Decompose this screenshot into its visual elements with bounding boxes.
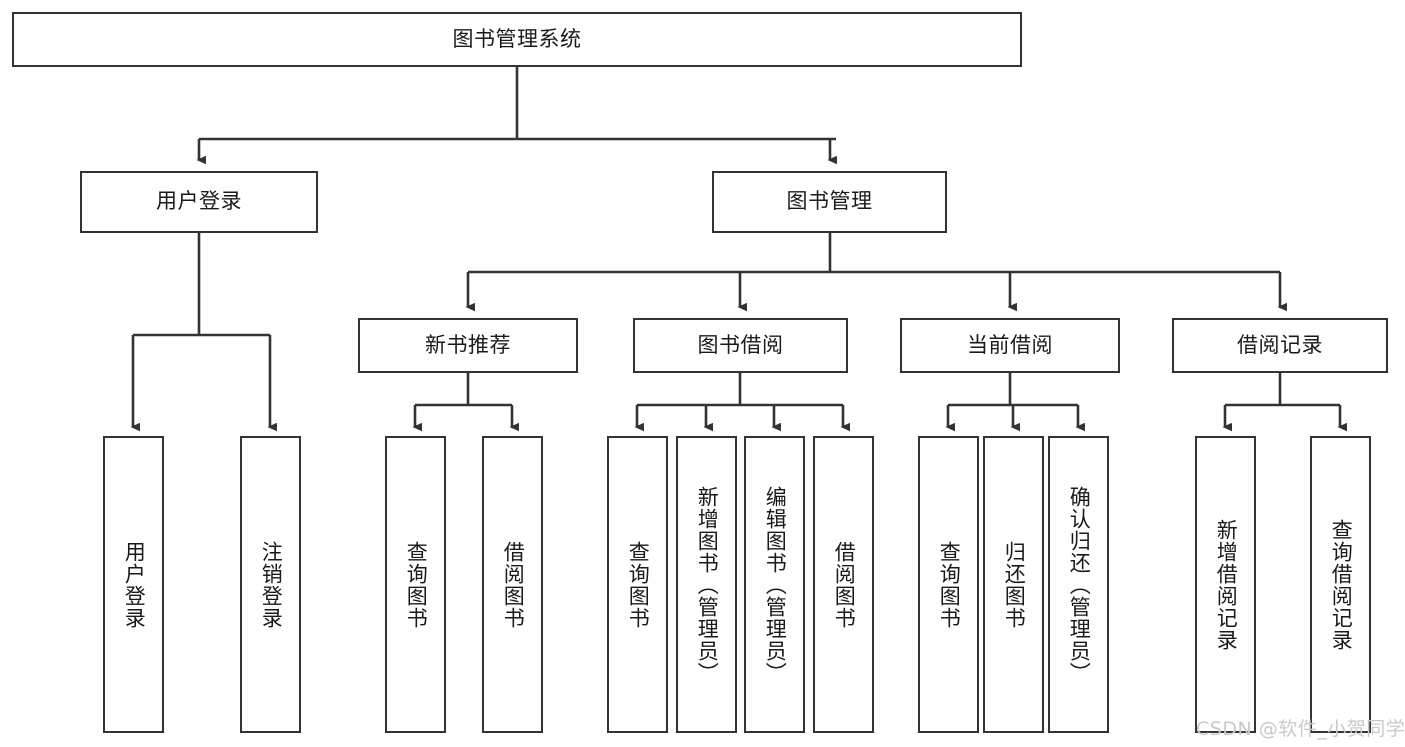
leaf-borrow-book-recommend-label: 借阅图书 — [501, 540, 526, 629]
leaf-borrow-book[interactable]: 借阅图书 — [813, 436, 874, 733]
node-book-borrow[interactable]: 图书借阅 — [633, 318, 848, 373]
leaf-search-borrow-record-label: 查询借阅记录 — [1329, 518, 1354, 651]
node-new-book-recommend-label: 新书推荐 — [425, 332, 511, 357]
leaf-add-book-admin-label: 新增图书（管理员） — [695, 485, 720, 684]
leaf-search-book-recommend-label: 查询图书 — [404, 540, 429, 629]
node-book-borrow-label: 图书借阅 — [697, 332, 784, 357]
leaf-edit-book-admin[interactable]: 编辑图书（管理员） — [744, 436, 805, 733]
leaf-search-book-borrow-label: 查询图书 — [626, 540, 651, 629]
node-current-borrow[interactable]: 当前借阅 — [900, 318, 1120, 373]
csdn-watermark: CSDN @软件_小贺同学 — [1196, 718, 1405, 740]
node-user-login[interactable]: 用户登录 — [80, 171, 318, 233]
node-borrow-records-label: 借阅记录 — [1237, 332, 1323, 357]
node-new-book-recommend[interactable]: 新书推荐 — [358, 318, 578, 373]
leaf-confirm-return-admin-label: 确认归还（管理员） — [1067, 485, 1092, 684]
leaf-return-book-label: 归还图书 — [1002, 540, 1027, 629]
leaf-edit-book-admin-label: 编辑图书（管理员） — [763, 485, 788, 684]
leaf-search-borrow-record[interactable]: 查询借阅记录 — [1310, 436, 1371, 733]
leaf-user-logout-label: 注销登录 — [259, 540, 284, 629]
leaf-search-book-borrow[interactable]: 查询图书 — [607, 436, 668, 733]
leaf-add-borrow-record[interactable]: 新增借阅记录 — [1195, 436, 1256, 733]
node-user-login-label: 用户登录 — [156, 189, 242, 214]
leaf-borrow-book-label: 借阅图书 — [832, 540, 857, 629]
leaf-user-login-label: 用户登录 — [122, 540, 147, 629]
leaf-user-login[interactable]: 用户登录 — [103, 436, 164, 733]
node-root[interactable]: 图书管理系统 — [12, 12, 1022, 67]
node-book-management-label: 图书管理 — [786, 189, 873, 214]
leaf-borrow-book-recommend[interactable]: 借阅图书 — [482, 436, 543, 733]
leaf-search-book-current[interactable]: 查询图书 — [918, 436, 979, 733]
leaf-return-book[interactable]: 归还图书 — [983, 436, 1044, 733]
leaf-confirm-return-admin[interactable]: 确认归还（管理员） — [1048, 436, 1109, 733]
leaf-add-book-admin[interactable]: 新增图书（管理员） — [676, 436, 737, 733]
leaf-search-book-current-label: 查询图书 — [937, 540, 962, 629]
leaf-search-book-recommend[interactable]: 查询图书 — [385, 436, 446, 733]
node-borrow-records[interactable]: 借阅记录 — [1172, 318, 1388, 373]
node-current-borrow-label: 当前借阅 — [967, 332, 1053, 357]
leaf-user-logout[interactable]: 注销登录 — [240, 436, 301, 733]
node-root-label: 图书管理系统 — [452, 26, 582, 51]
leaf-add-borrow-record-label: 新增借阅记录 — [1214, 518, 1239, 651]
node-book-management[interactable]: 图书管理 — [712, 171, 947, 233]
